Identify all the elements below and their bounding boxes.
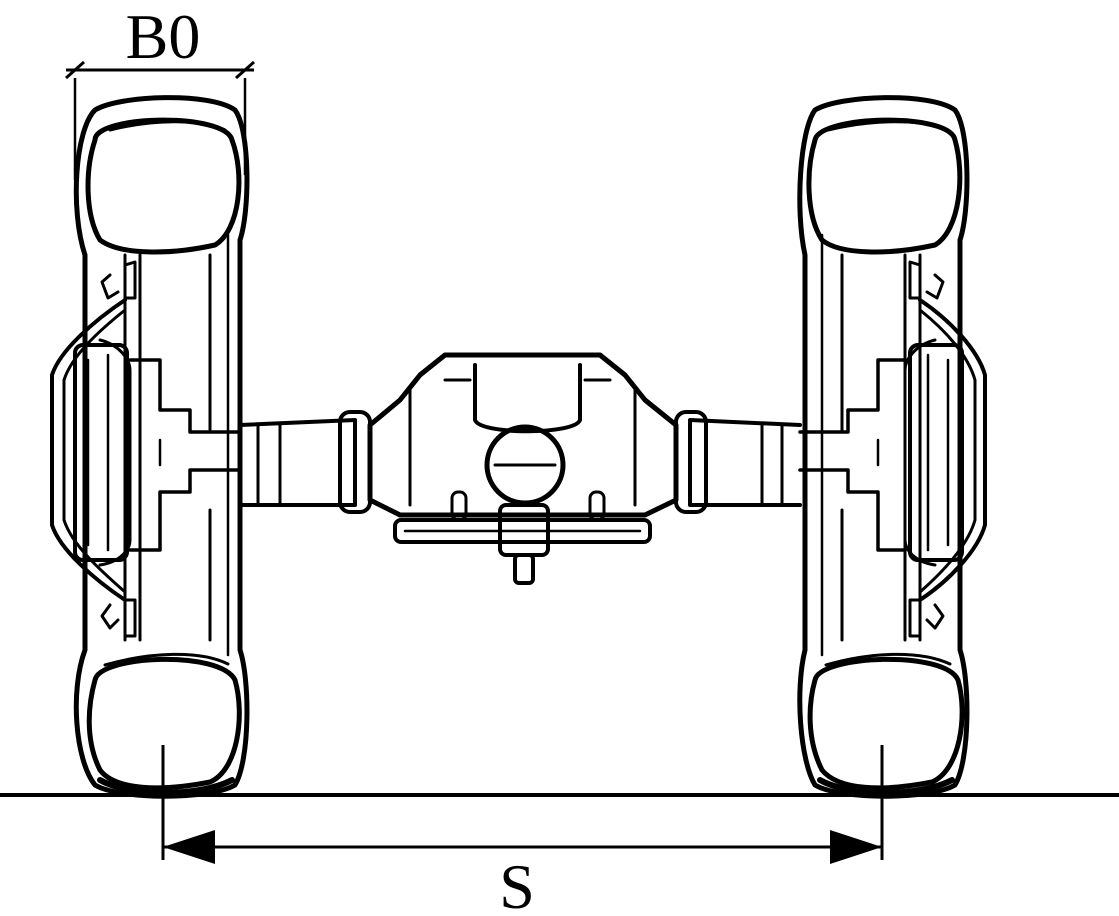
arrowhead-left [163, 830, 215, 864]
tire-width-dimension: B0 [65, 1, 255, 180]
tire-width-label: B0 [126, 1, 201, 72]
axle-housing [238, 352, 802, 585]
left-wheel [50, 95, 250, 799]
track-width-label: S [499, 851, 535, 916]
arrowhead-right [830, 830, 882, 864]
track-width-dimension: S [161, 745, 884, 916]
right-wheel [797, 95, 987, 799]
